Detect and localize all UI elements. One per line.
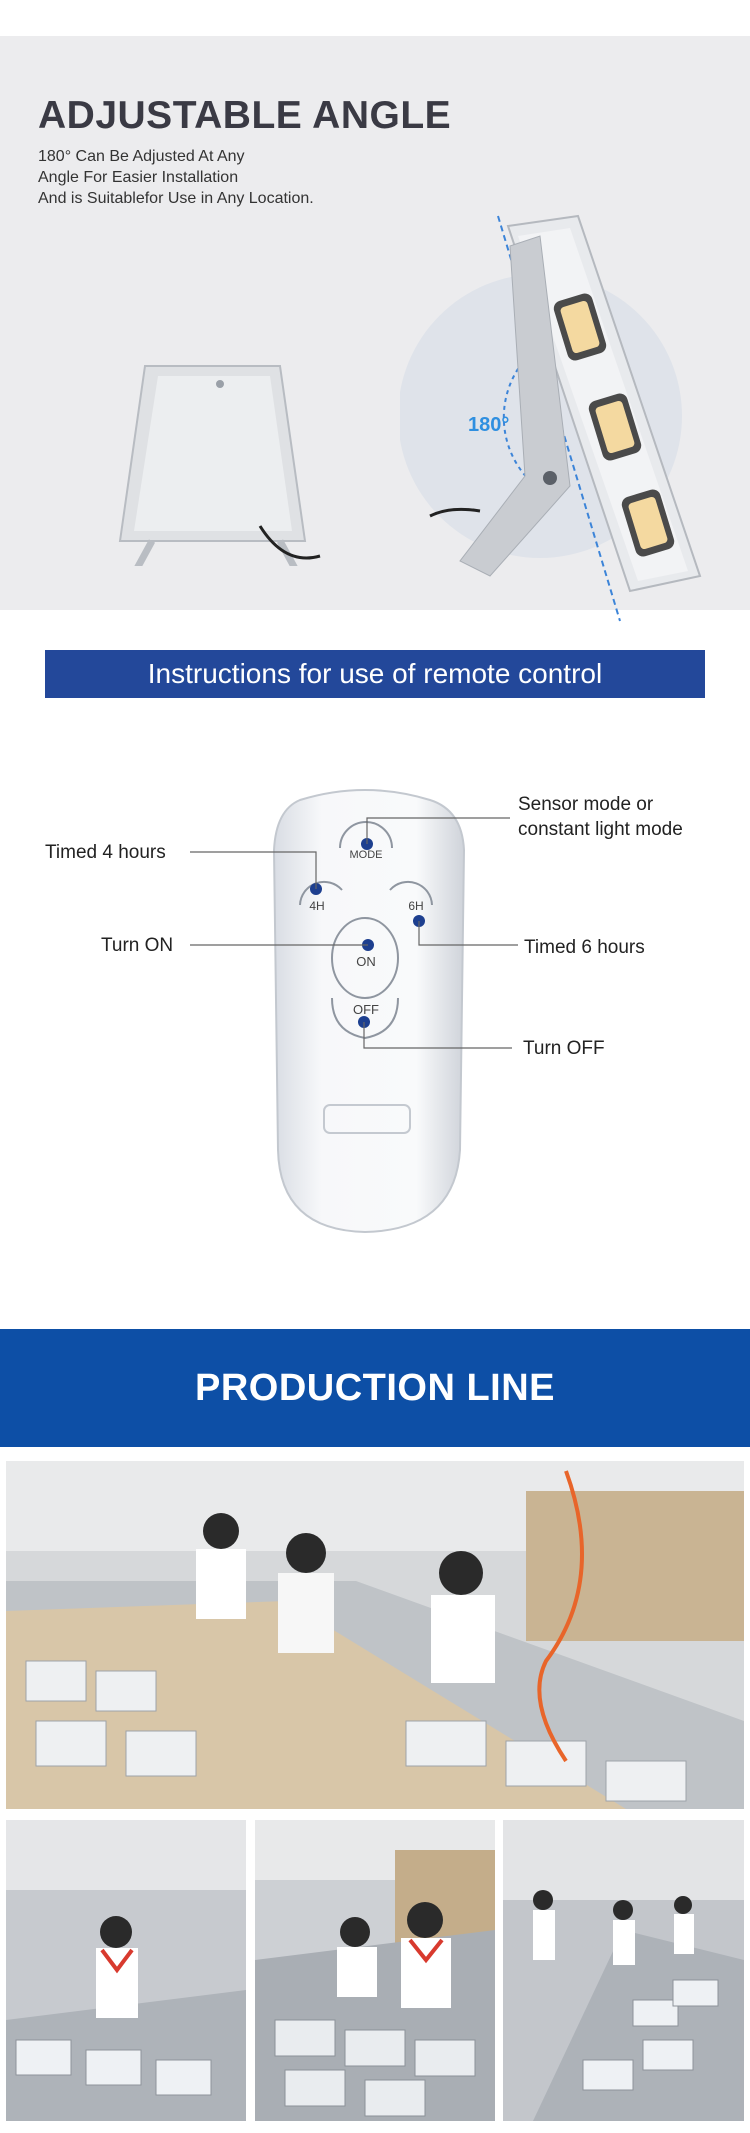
angle-desc-line-1: 180° Can Be Adjusted At Any — [38, 148, 245, 165]
floodlight-angle-image — [400, 214, 702, 622]
remote-instructions-banner: Instructions for use of remote control — [45, 650, 705, 698]
angle-title: ADJUSTABLE ANGLE — [38, 94, 452, 137]
angle-180-label: 180° — [468, 414, 510, 436]
timed-4-hours-callout: Timed 4 hours — [45, 842, 166, 863]
svg-text:MODE: MODE — [350, 849, 383, 861]
sensor-mode-callout: Sensor mode or constant light mode — [518, 792, 683, 842]
production-line-photo-main — [6, 1461, 744, 1809]
floodlight-back-image — [118, 365, 321, 566]
svg-text:ON: ON — [356, 954, 376, 969]
production-line-photo-3 — [503, 1820, 744, 2121]
production-line-photo-1 — [6, 1820, 246, 2121]
svg-text:4H: 4H — [309, 899, 324, 913]
svg-text:6H: 6H — [408, 899, 423, 913]
angle-desc-line-3: And is Suitablefor Use in Any Location. — [38, 190, 314, 207]
production-line-photo-2 — [255, 1820, 495, 2121]
production-line-banner: PRODUCTION LINE — [0, 1329, 750, 1447]
angle-description: 180° Can Be Adjusted At Any Angle For Ea… — [38, 146, 378, 209]
timed-6-hours-callout: Timed 6 hours — [524, 937, 645, 958]
turn-on-callout: Turn ON — [101, 935, 174, 956]
remote-control-image: MODE 4H 6H ON OFF — [190, 789, 518, 1234]
svg-text:OFF: OFF — [353, 1002, 379, 1017]
angle-desc-line-2: Angle For Easier Installation — [38, 169, 239, 186]
sensor-callout-line-2: constant light mode — [518, 819, 683, 840]
sensor-callout-line-1: Sensor mode or — [518, 794, 654, 815]
adjustable-angle-section: ADJUSTABLE ANGLE 180° Can Be Adjusted At… — [0, 36, 750, 622]
turn-off-callout: Turn OFF — [523, 1038, 605, 1059]
remote-control-diagram: MODE 4H 6H ON OFF Sensor mode or constan… — [0, 760, 750, 1260]
